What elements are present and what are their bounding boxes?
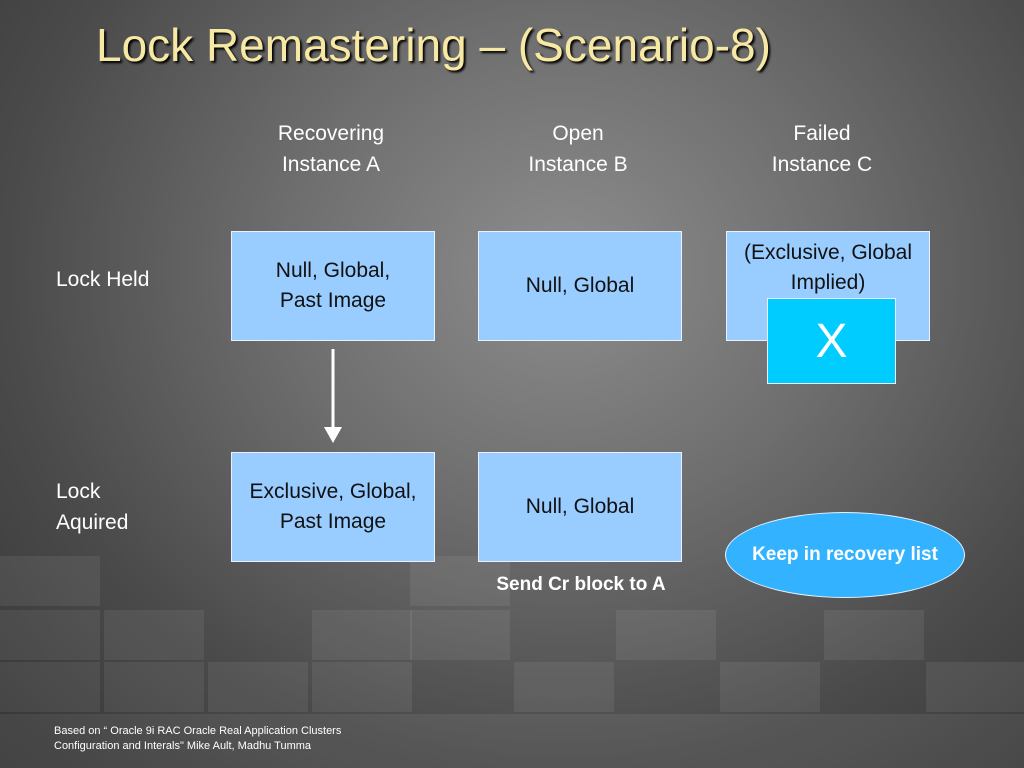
column-header-instance-a: Recovering Instance A <box>231 118 431 180</box>
box-text-line1: (Exclusive, Global <box>743 241 913 264</box>
failed-mark-x: X <box>767 298 896 384</box>
box-b-lock-held: Null, Global <box>478 231 682 341</box>
box-a-lock-acquired: Exclusive, Global, Past Image <box>231 452 435 562</box>
column-header-line1: Failed <box>793 122 851 145</box>
footnote-line1: Based on “ Oracle 9i RAC Oracle Real App… <box>54 725 342 737</box>
box-a-lock-held: Null, Global, Past Image <box>231 231 435 341</box>
box-text-line1: Exclusive, Global, <box>249 480 417 503</box>
column-header-line2: Instance A <box>281 153 381 176</box>
down-arrow-icon <box>324 349 342 443</box>
box-text: Null, Global <box>525 274 635 297</box>
column-header-line1: Open <box>552 122 604 145</box>
box-text-line2: Implied) <box>790 271 866 294</box>
box-text-line2: Past Image <box>279 510 387 533</box>
column-header-instance-c: Failed Instance C <box>722 118 922 180</box>
column-header-line2: Instance C <box>771 153 873 176</box>
box-text-line1: Null, Global, <box>275 259 391 282</box>
row-label-line2: Aquired <box>56 511 129 534</box>
row-label-lock-acquired: Lock Aquired <box>56 476 128 538</box>
row-label-lock-held: Lock Held <box>56 268 150 291</box>
footnote: Based on “ Oracle 9i RAC Oracle Real App… <box>54 724 414 754</box>
slide-title: Lock Remastering – (Scenario-8) <box>96 19 771 71</box>
column-header-instance-b: Open Instance B <box>478 118 678 180</box>
box-text: Null, Global <box>525 495 635 518</box>
column-header-line2: Instance B <box>528 153 628 176</box>
row-label-line1: Lock <box>56 480 101 503</box>
oval-text: Keep in recovery list <box>752 544 938 565</box>
column-header-line1: Recovering <box>277 122 385 145</box>
send-cr-note: Send Cr block to A <box>496 574 666 595</box>
box-b-lock-acquired: Null, Global <box>478 452 682 562</box>
box-text-line2: Past Image <box>279 289 387 312</box>
keep-recovery-oval: Keep in recovery list <box>725 512 965 598</box>
footnote-line2: Configuration and Interals" Mike Ault, M… <box>54 740 312 752</box>
